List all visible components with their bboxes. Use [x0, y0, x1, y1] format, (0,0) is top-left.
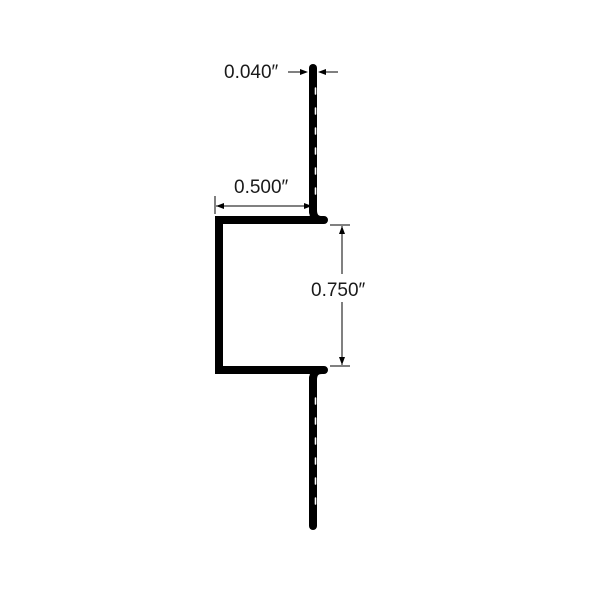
channel [215, 216, 328, 374]
thickness-label: 0.040″ [224, 62, 279, 83]
thickness-dimension: 0.040″ [224, 62, 338, 83]
profile-shape [215, 64, 328, 530]
channel-height-label: 0.750″ [311, 280, 366, 301]
flange-width-label: 0.500″ [234, 177, 289, 198]
channel-height-dimension: 0.750″ [311, 224, 366, 367]
top-joint [309, 206, 326, 224]
flange-width-dimension: 0.500″ [214, 177, 312, 214]
